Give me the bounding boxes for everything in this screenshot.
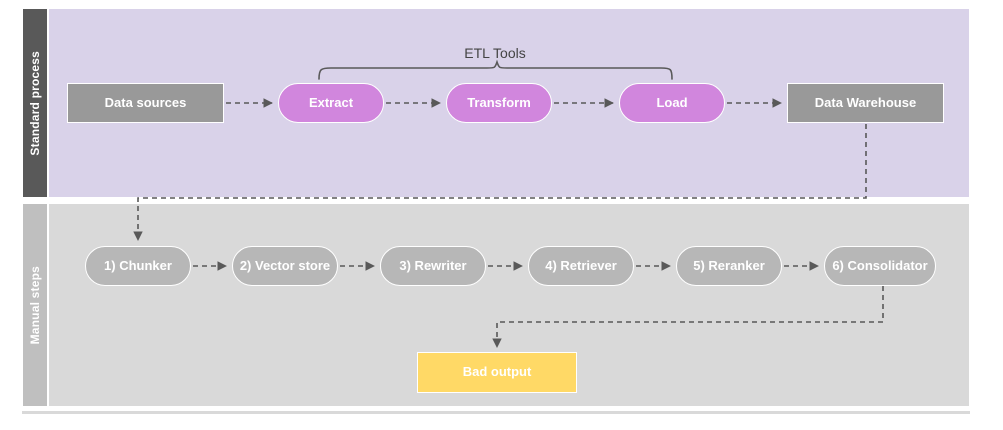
node-label-bad-output: Bad output — [462, 364, 532, 380]
lane-header-standard-process: Standard process — [22, 8, 48, 198]
node-load[interactable]: Load — [619, 83, 725, 123]
node-vector-store[interactable]: 2) Vector store — [232, 246, 338, 286]
lane-label-manual-steps: Manual steps — [28, 265, 42, 345]
node-label-consolidator: 6) Consolidator — [832, 257, 928, 273]
node-label-chunker: 1) Chunker — [104, 257, 172, 273]
lane-label-standard-process: Standard process — [28, 50, 42, 156]
node-label-rewriter: 3) Rewriter — [399, 257, 467, 273]
node-reranker[interactable]: 5) Reranker — [676, 246, 782, 286]
node-label-data-sources: Data sources — [104, 94, 187, 110]
node-rewriter[interactable]: 3) Rewriter — [380, 246, 486, 286]
etl-tools-label: ETL Tools — [464, 45, 526, 61]
node-label-transform: Transform — [467, 94, 531, 110]
node-transform[interactable]: Transform — [446, 83, 552, 123]
node-extract[interactable]: Extract — [278, 83, 384, 123]
node-chunker[interactable]: 1) Chunker — [85, 246, 191, 286]
node-label-data-warehouse: Data Warehouse — [814, 94, 917, 110]
node-label-reranker: 5) Reranker — [693, 257, 765, 273]
node-label-vector-store: 2) Vector store — [239, 257, 331, 273]
node-label-load: Load — [656, 94, 688, 110]
node-label-extract: Extract — [308, 94, 354, 110]
node-label-retriever: 4) Retriever — [545, 257, 617, 273]
bottom-divider — [22, 411, 970, 414]
lane-header-manual-steps: Manual steps — [22, 203, 48, 407]
node-bad-output[interactable]: Bad output — [417, 352, 577, 393]
node-data-sources[interactable]: Data sources — [67, 83, 224, 123]
node-consolidator[interactable]: 6) Consolidator — [824, 246, 936, 286]
node-retriever[interactable]: 4) Retriever — [528, 246, 634, 286]
node-data-warehouse[interactable]: Data Warehouse — [787, 83, 944, 123]
